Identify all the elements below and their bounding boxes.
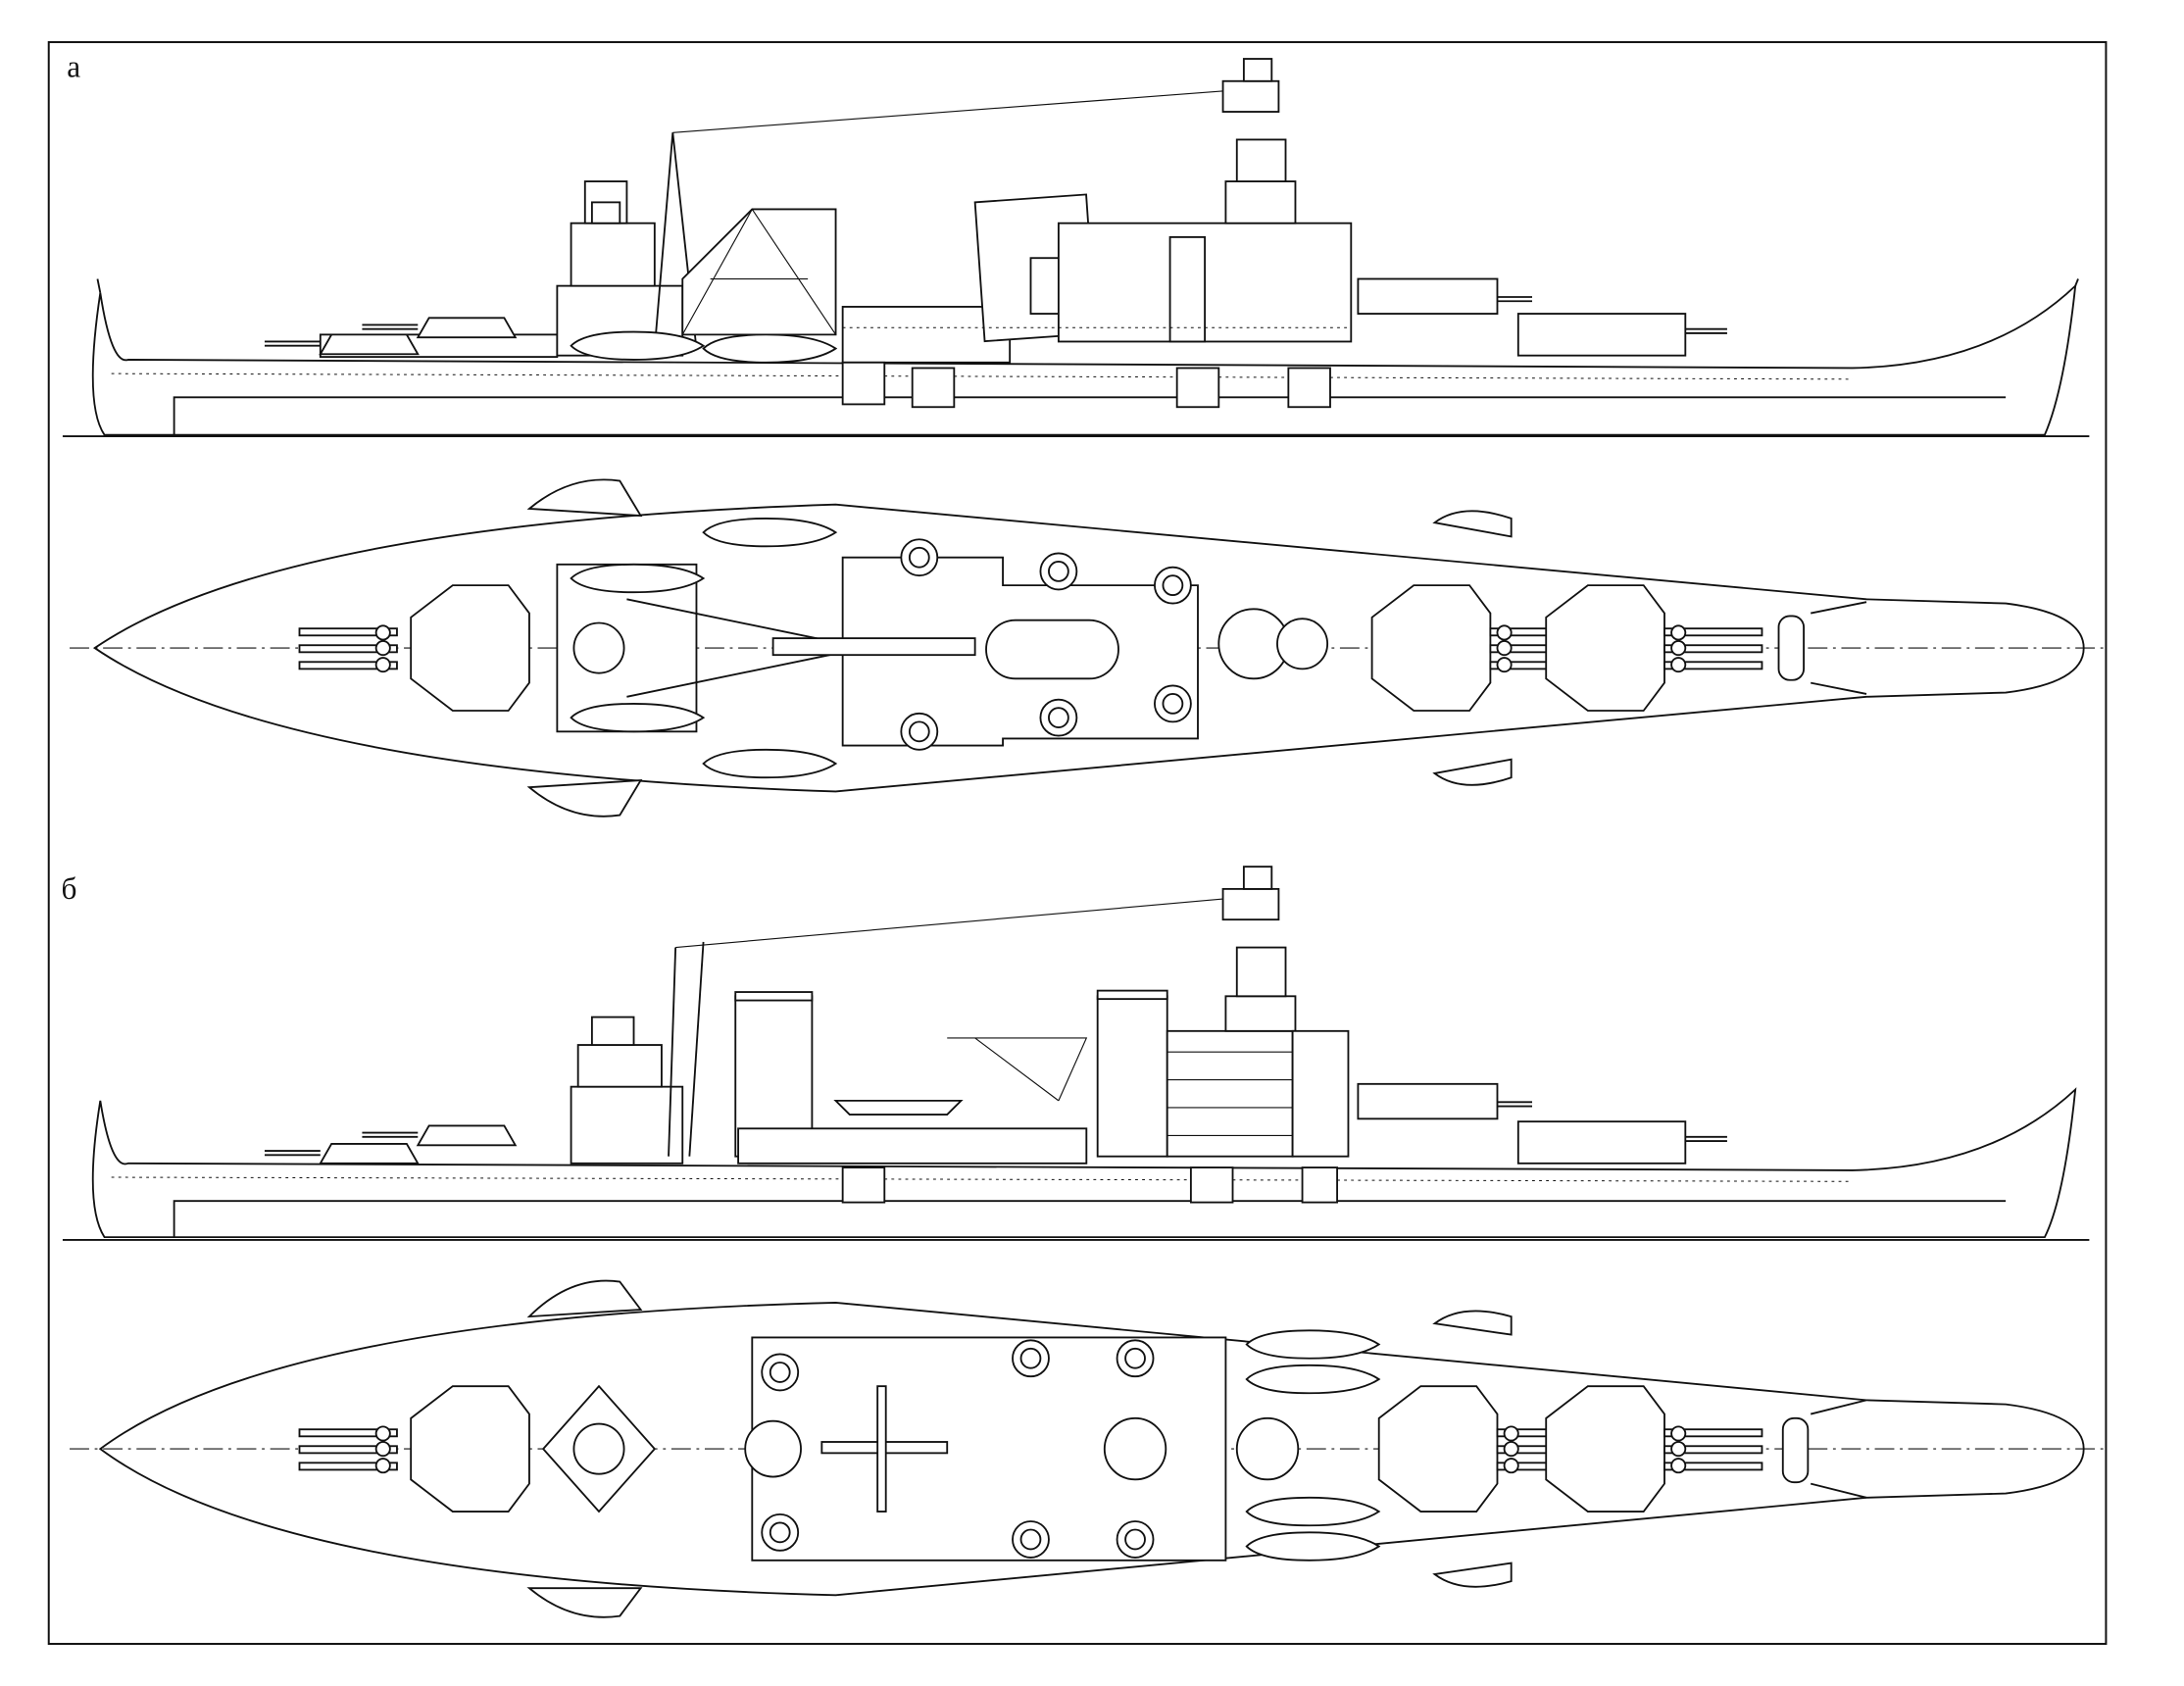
top-view-a <box>70 478 2104 818</box>
side-view-a <box>62 58 2090 438</box>
label-variant-b: б <box>62 871 77 906</box>
side-view-b <box>62 866 2090 1241</box>
label-variant-a: а <box>67 49 80 83</box>
top-view-b <box>70 1279 2104 1618</box>
drawing-frame <box>47 40 2108 1646</box>
